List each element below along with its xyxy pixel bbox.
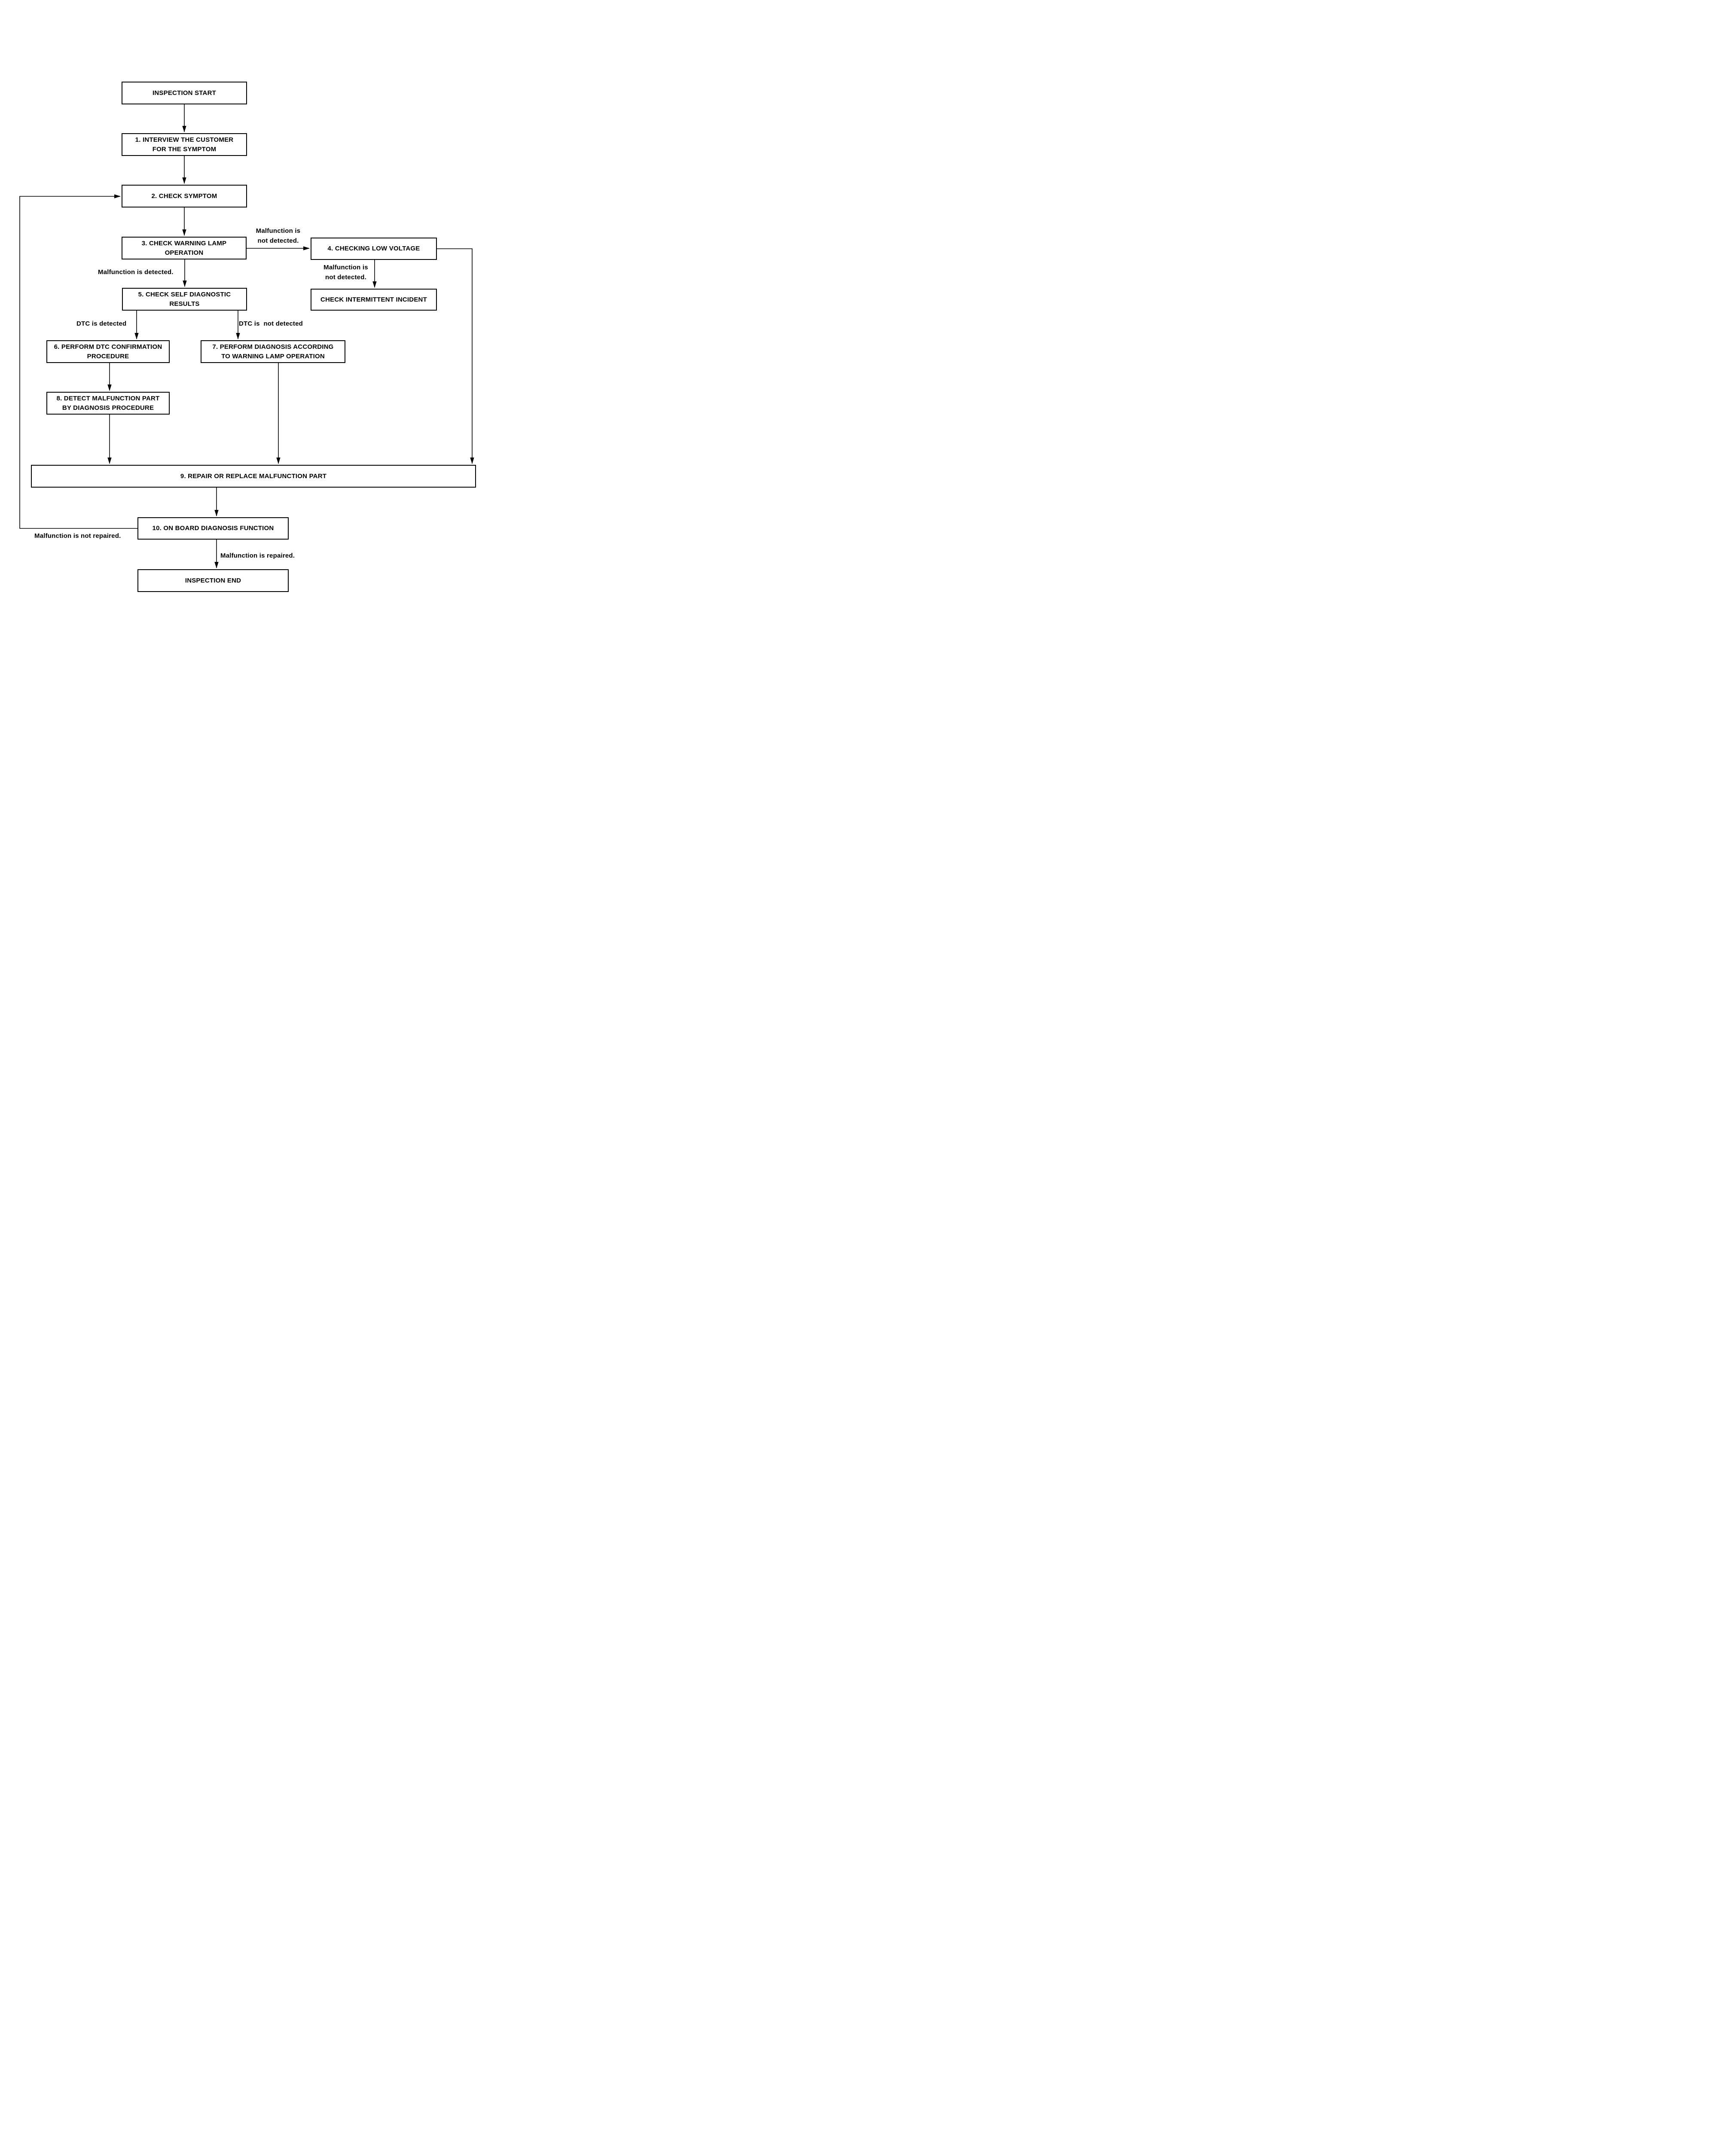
node-step9-repair-replace: 9. REPAIR OR REPLACE MALFUNCTION PART bbox=[31, 465, 476, 488]
node-step5-check-self-diagnostic: 5. CHECK SELF DIAGNOSTIC RESULTS bbox=[122, 288, 247, 311]
label-malfunction-not-detected-lamp: Malfunction is not detected. bbox=[256, 227, 301, 244]
label-dtc-not-detected: DTC is not detected bbox=[239, 320, 303, 327]
label-malfunction-not-repaired: Malfunction is not repaired. bbox=[34, 532, 121, 540]
edge-step10-to-step2-loop bbox=[19, 194, 137, 529]
label-dtc-detected: DTC is detected bbox=[76, 320, 127, 327]
label-malfunction-detected: Malfunction is detected. bbox=[98, 268, 174, 276]
node-step4-checking-low-voltage: 4. CHECKING LOW VOLTAGE bbox=[311, 238, 437, 260]
node-step3-check-warning-lamp: 3. CHECK WARNING LAMP OPERATION bbox=[122, 237, 247, 259]
flowchart-canvas: INSPECTION START 1. INTERVIEW THE CUSTOM… bbox=[0, 0, 500, 677]
label-malfunction-not-detected-voltage: Malfunction is not detected. bbox=[323, 264, 368, 281]
node-inspection-end: INSPECTION END bbox=[137, 569, 289, 592]
edge-step4-to-step9 bbox=[437, 248, 474, 464]
node-step7-diagnosis-warning-lamp: 7. PERFORM DIAGNOSIS ACCORDING TO WARNIN… bbox=[201, 340, 345, 363]
label-malfunction-repaired: Malfunction is repaired. bbox=[220, 552, 295, 559]
flow-connectors bbox=[19, 104, 474, 568]
node-step6-dtc-confirmation: 6. PERFORM DTC CONFIRMATION PROCEDURE bbox=[46, 340, 170, 363]
node-check-intermittent-incident: CHECK INTERMITTENT INCIDENT bbox=[311, 289, 437, 311]
node-step8-detect-malfunction-part: 8. DETECT MALFUNCTION PART BY DIAGNOSIS … bbox=[46, 392, 170, 415]
node-step2-check-symptom: 2. CHECK SYMPTOM bbox=[122, 185, 247, 207]
node-inspection-start: INSPECTION START bbox=[122, 82, 247, 104]
node-step1-interview-customer: 1. INTERVIEW THE CUSTOMER FOR THE SYMPTO… bbox=[122, 133, 247, 156]
node-step10-on-board-diagnosis: 10. ON BOARD DIAGNOSIS FUNCTION bbox=[137, 517, 289, 540]
